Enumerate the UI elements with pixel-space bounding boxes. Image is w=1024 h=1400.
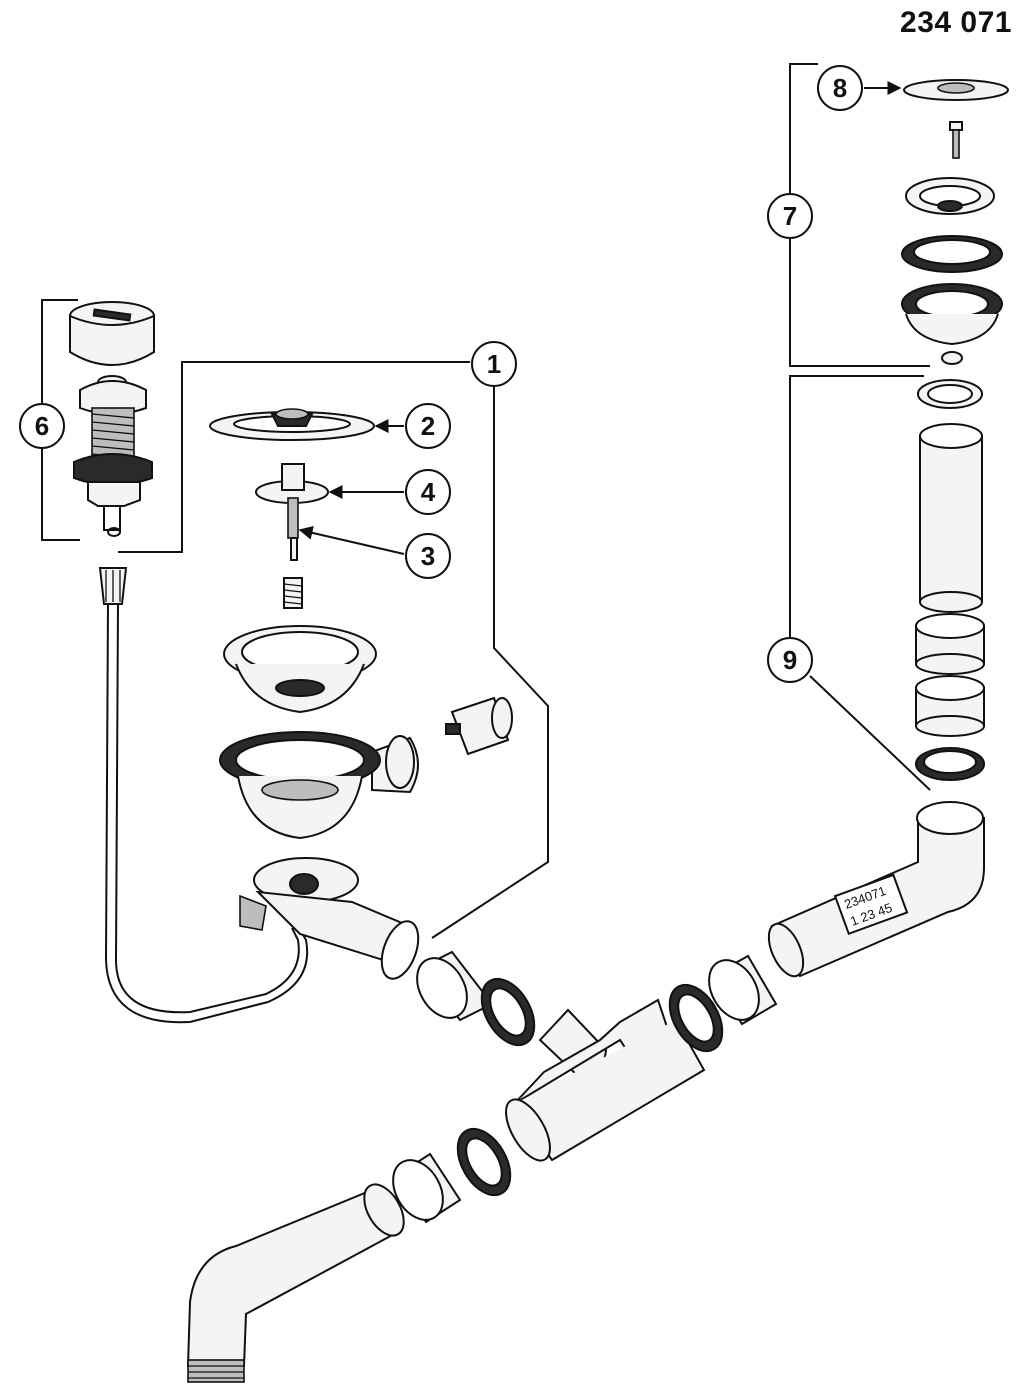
right-sink-body bbox=[901, 283, 1003, 346]
remote-control-knob bbox=[69, 301, 155, 537]
plug-cap bbox=[209, 408, 375, 441]
right-strainer-basket bbox=[905, 177, 995, 215]
bracket-group-9 bbox=[789, 375, 924, 640]
right-gasket bbox=[668, 983, 724, 1053]
riser-gasket bbox=[915, 747, 985, 781]
callout-2: 2 bbox=[405, 403, 451, 449]
right-plug-cap bbox=[903, 79, 1009, 101]
tee-connector bbox=[505, 998, 706, 1162]
svg-text:7: 7 bbox=[783, 201, 797, 231]
bowden-cable bbox=[98, 567, 309, 1024]
riser-nut-2 bbox=[915, 675, 985, 737]
svg-text:1: 1 bbox=[487, 349, 501, 379]
strainer-basket bbox=[223, 625, 377, 714]
svg-text:8: 8 bbox=[833, 73, 847, 103]
part-number: 234 071 bbox=[900, 6, 1012, 39]
arrow-3 bbox=[298, 526, 405, 555]
svg-text:9: 9 bbox=[783, 645, 797, 675]
callout-3: 3 bbox=[405, 533, 451, 579]
riser-tube bbox=[919, 423, 983, 613]
riser-nut-1 bbox=[915, 613, 985, 675]
callout-4: 4 bbox=[405, 469, 451, 515]
svg-text:6: 6 bbox=[35, 411, 49, 441]
svg-text:3: 3 bbox=[421, 541, 435, 571]
outlet-elbow-pipe bbox=[186, 1183, 405, 1383]
svg-text:2: 2 bbox=[421, 411, 435, 441]
left-union-nut bbox=[416, 950, 494, 1022]
right-elbow-pipe: 234071 1 23 45 bbox=[767, 801, 985, 978]
riser-washer bbox=[917, 379, 983, 409]
callout-6: 6 bbox=[19, 403, 65, 449]
left-gasket bbox=[480, 977, 536, 1047]
guide-spring bbox=[283, 577, 303, 609]
screw bbox=[949, 121, 963, 159]
callout-8: 8 bbox=[817, 65, 863, 111]
leader-9 bbox=[809, 675, 931, 791]
overflow-adapter bbox=[445, 696, 513, 756]
callout-9: 9 bbox=[767, 637, 813, 683]
sink-waste-body bbox=[219, 731, 419, 840]
callout-1: 1 bbox=[471, 341, 517, 387]
small-nut bbox=[941, 351, 963, 365]
outlet-housing bbox=[239, 857, 420, 980]
right-sealing-ring bbox=[901, 235, 1003, 273]
bracket-group-1 bbox=[118, 361, 470, 553]
right-union-nut bbox=[708, 954, 778, 1026]
lower-union-nut bbox=[392, 1152, 462, 1224]
svg-text:4: 4 bbox=[421, 477, 436, 507]
bracket-group-1-right bbox=[431, 386, 549, 939]
lower-gasket bbox=[456, 1127, 512, 1197]
spindle-assembly bbox=[255, 463, 329, 561]
callout-7: 7 bbox=[767, 193, 813, 239]
